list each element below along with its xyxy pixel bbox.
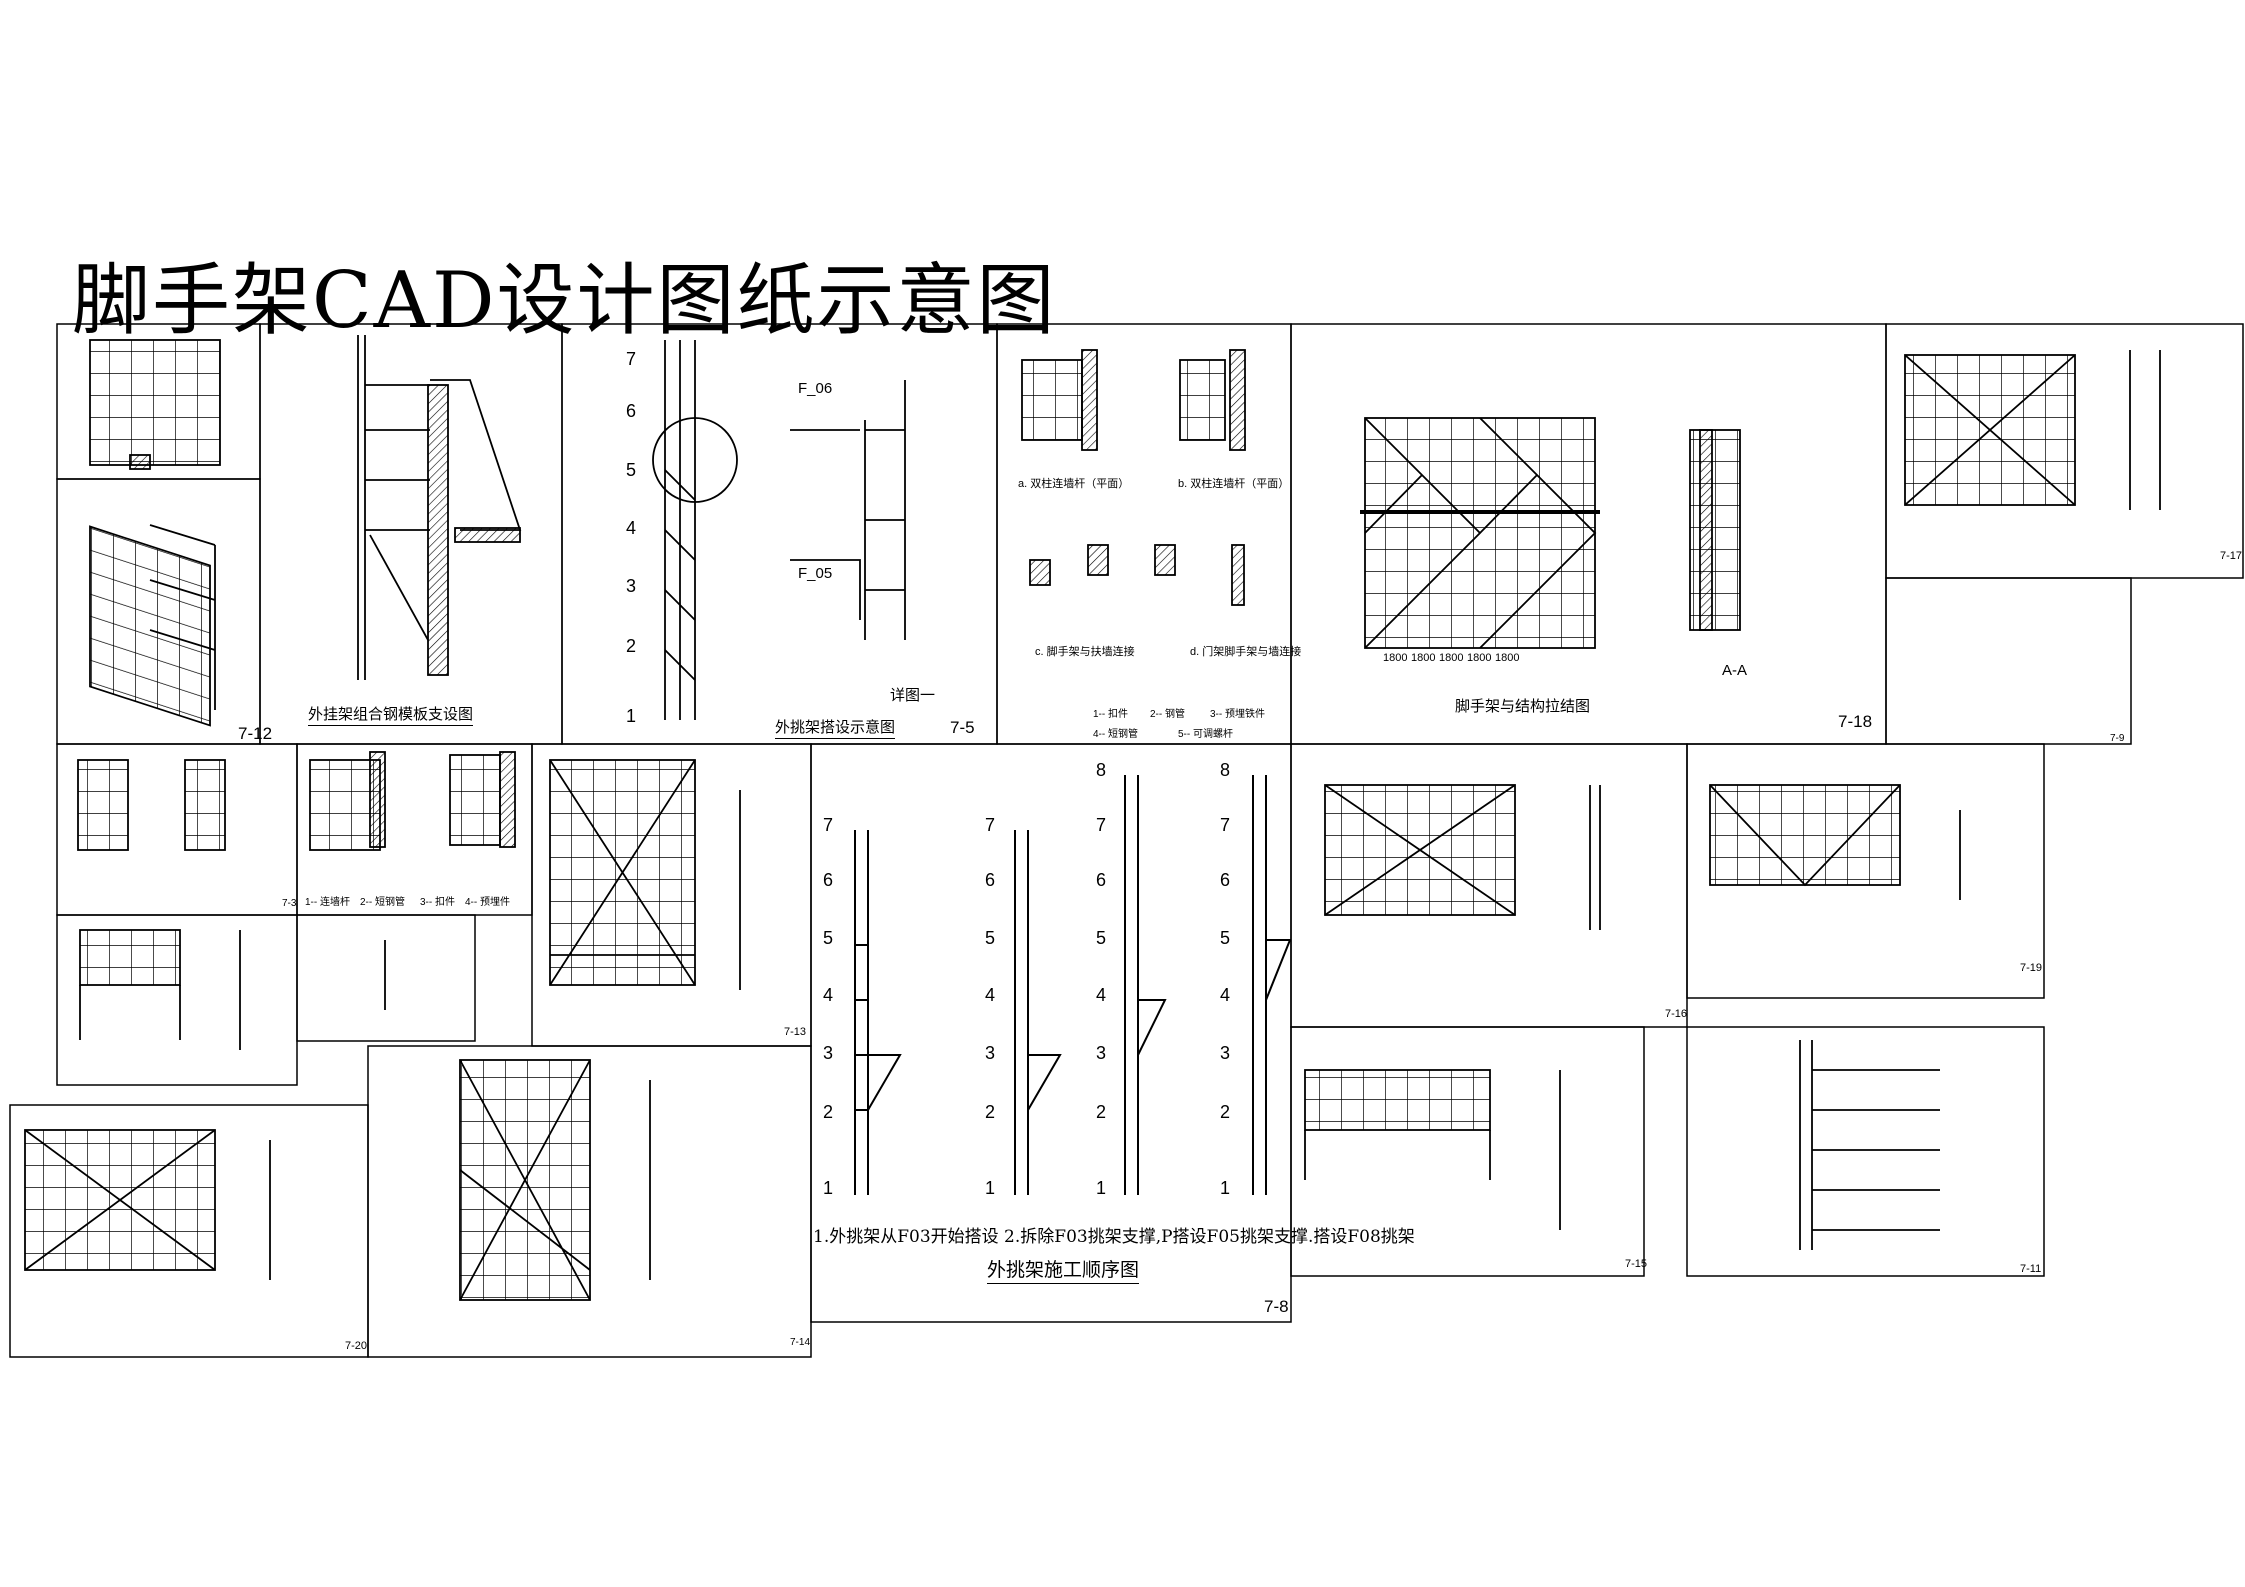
seq-d-6: 6 xyxy=(1220,870,1231,890)
seq-a-3: 3 xyxy=(823,1043,834,1063)
detail-label: 详图一 xyxy=(890,687,936,704)
seq-b-2: 2 xyxy=(985,1102,996,1122)
seq-c-4: 4 xyxy=(1096,985,1107,1005)
code-7-18: 7-18 xyxy=(1838,712,1873,731)
code-7-19: 7-19 xyxy=(2020,962,2043,974)
seq-c-2: 2 xyxy=(1096,1102,1107,1122)
section-aa: A-A xyxy=(1722,662,1748,679)
wall-legend-1: 1-- 连墙杆 xyxy=(305,897,350,908)
seq-d-1: 1 xyxy=(1220,1178,1231,1198)
scaffold-elevations xyxy=(24,335,2161,1301)
7-8-caption: 外挑架施工顺序图 xyxy=(987,1255,1140,1284)
level-5: 5 xyxy=(626,460,637,480)
detail-c: c. 脚手架与扶墙连接 xyxy=(1035,646,1135,658)
code-7-5: 7-5 xyxy=(950,718,975,737)
7-5-caption: 外挑架搭设示意图 xyxy=(775,716,896,739)
seq-d-3: 3 xyxy=(1220,1043,1231,1063)
code-7-3: 7-3 xyxy=(282,898,297,909)
7-8-note: 1.外挑架从F03开始搭设 2.拆除F03挑架支撑,P搭设F05挑架支撑.搭设F… xyxy=(813,1227,1415,1247)
wall-legend-2: 2-- 短钢管 xyxy=(360,897,405,908)
detail-b: b. 双柱连墙杆（平面） xyxy=(1178,478,1290,490)
legend-5: 5-- 可调螺杆 xyxy=(1178,729,1233,740)
seq-b-4: 4 xyxy=(985,985,996,1005)
code-7-12: 7-12 xyxy=(238,724,273,743)
level-2: 2 xyxy=(626,636,637,656)
seq-c-8: 8 xyxy=(1096,760,1107,780)
seq-a-2: 2 xyxy=(823,1102,834,1122)
tag-f05: F_05 xyxy=(798,565,833,582)
seq-a-6: 6 xyxy=(823,870,834,890)
tag-f06: F_06 xyxy=(798,380,833,397)
legend-3: 3-- 预埋铁件 xyxy=(1210,709,1265,720)
page-title: 脚手架CAD设计图纸示意图 xyxy=(72,256,1057,346)
legend-4: 4-- 短钢管 xyxy=(1093,729,1138,740)
seq-a-1: 1 xyxy=(823,1178,834,1198)
support-caption: 外挂架组合钢模板支设图 xyxy=(308,703,474,726)
code-7-20: 7-20 xyxy=(345,1340,368,1352)
dim-3: 1800 xyxy=(1439,652,1464,664)
seq-d-8: 8 xyxy=(1220,760,1231,780)
seq-d-2: 2 xyxy=(1220,1102,1231,1122)
level-7: 7 xyxy=(626,349,637,369)
seq-c-3: 3 xyxy=(1096,1043,1107,1063)
dim-4: 1800 xyxy=(1467,652,1492,664)
level-6: 6 xyxy=(626,401,637,421)
seq-b-5: 5 xyxy=(985,928,996,948)
seq-a-7: 7 xyxy=(823,815,834,835)
7-18-caption: 脚手架与结构拉结图 xyxy=(1455,697,1591,715)
wall-legend-3: 3-- 扣件 xyxy=(420,897,455,908)
sequence-columns xyxy=(854,775,1292,1195)
code-7-11: 7-11 xyxy=(2020,1263,2042,1275)
seq-c-6: 6 xyxy=(1096,870,1107,890)
code-7-17: 7-17 xyxy=(2220,550,2243,562)
seq-c-7: 7 xyxy=(1096,815,1107,835)
seq-a-4: 4 xyxy=(823,985,834,1005)
dim-5: 1800 xyxy=(1495,652,1520,664)
code-7-14: 7-14 xyxy=(790,1337,811,1348)
dim-2: 1800 xyxy=(1411,652,1436,664)
legend-2: 2-- 钢管 xyxy=(1150,709,1185,720)
detail-a: a. 双柱连墙杆（平面） xyxy=(1018,478,1130,490)
code-7-9: 7-9 xyxy=(2110,733,2125,744)
seq-c-1: 1 xyxy=(1096,1178,1107,1198)
code-7-13: 7-13 xyxy=(784,1026,807,1038)
seq-d-5: 5 xyxy=(1220,928,1231,948)
seq-d-4: 4 xyxy=(1220,985,1231,1005)
seq-b-6: 6 xyxy=(985,870,996,890)
legend-1: 1-- 扣件 xyxy=(1093,709,1128,720)
level-4: 4 xyxy=(626,518,637,538)
seq-b-7: 7 xyxy=(985,815,996,835)
seq-d-7: 7 xyxy=(1220,815,1231,835)
wall-legend-4: 4-- 预埋件 xyxy=(465,897,510,908)
dim-1: 1800 xyxy=(1383,652,1408,664)
code-7-16: 7-16 xyxy=(1665,1008,1688,1020)
detail-d: d. 门架脚手架与墙连接 xyxy=(1190,646,1302,658)
seq-b-1: 1 xyxy=(985,1178,996,1198)
seq-a-5: 5 xyxy=(823,928,834,948)
seq-b-3: 3 xyxy=(985,1043,996,1063)
level-3: 3 xyxy=(626,576,637,596)
code-7-8: 7-8 xyxy=(1264,1297,1289,1316)
code-7-15: 7-15 xyxy=(1625,1258,1648,1270)
seq-c-5: 5 xyxy=(1096,928,1107,948)
panel-borders xyxy=(9,323,2244,1358)
level-1: 1 xyxy=(626,706,637,726)
